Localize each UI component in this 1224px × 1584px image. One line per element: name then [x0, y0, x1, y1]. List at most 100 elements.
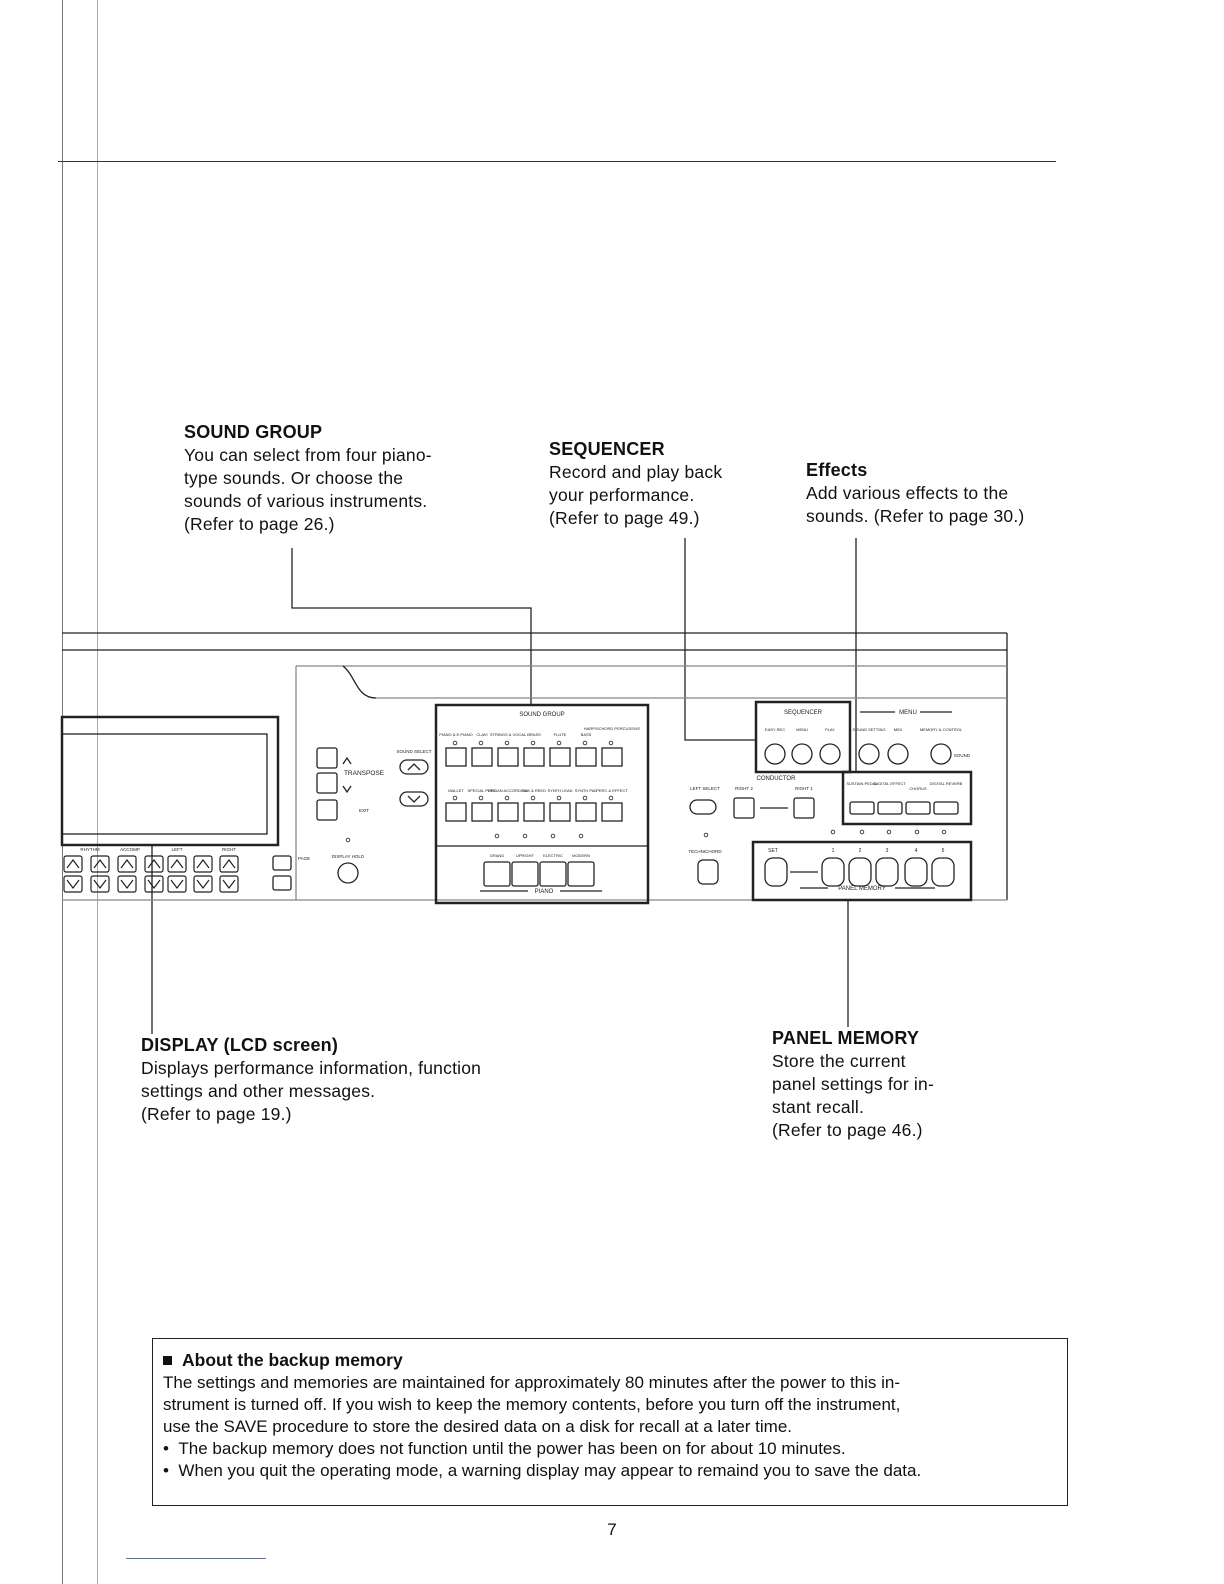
display-callout: DISPLAY (LCD screen) Displays performanc… — [141, 1034, 481, 1126]
sound-group-line: type sounds. Or choose the — [184, 468, 404, 488]
note-bullet: • The backup memory does not function un… — [163, 1439, 846, 1458]
group-row2-label: ORGAN ACCORDION — [488, 788, 528, 793]
exit-button — [316, 799, 338, 821]
sequencer-line: (Refer to page 49.) — [549, 508, 700, 528]
display-hold-label: DISPLAY HOLD — [332, 854, 365, 859]
left-select-button — [689, 799, 717, 815]
piano-panel-label: PIANO — [535, 889, 554, 895]
display-hold-button — [337, 862, 359, 884]
group-row2-label: PERC & EFFECT — [596, 788, 628, 793]
sound-group-panel-label: SOUND GROUP — [519, 712, 564, 718]
sound-select-down-button — [399, 791, 429, 807]
group-row2-label: SYNTH LEAD — [547, 788, 572, 793]
sequencer-panel-label: SEQUENCER — [784, 710, 823, 716]
effect-button-label: DIGITAL REVERB — [930, 781, 963, 786]
seq-button-label: EASY REC — [765, 727, 785, 732]
note-line: use the SAVE procedure to store the desi… — [163, 1417, 793, 1436]
sound-select-label: SOUND SELECT — [396, 749, 431, 754]
effects-callout: Effects Add various effects to the sound… — [806, 459, 1024, 528]
display-line: settings and other messages. — [141, 1081, 376, 1101]
sound-group-row2-buttons — [445, 802, 623, 822]
lcd-part-label: LEFT — [171, 847, 182, 852]
sequencer-highlight — [754, 700, 852, 774]
right1-label: RIGHT 1 — [795, 786, 813, 791]
pm-number: 4 — [915, 848, 918, 854]
pm-number: 1 — [832, 848, 835, 854]
right2-button — [733, 797, 755, 819]
display-title: DISPLAY (LCD screen) — [141, 1035, 339, 1055]
page-number: 7 — [607, 1520, 617, 1539]
group-row1-label: HARPSICHORD PERCUSSIVE — [584, 726, 641, 731]
note-bullet: • When you quit the operating mode, a wa… — [163, 1461, 922, 1480]
note-line: The settings and memories are maintained… — [163, 1373, 901, 1392]
note-title: About the backup memory — [182, 1350, 403, 1370]
panel-memory-title: PANEL MEMORY — [772, 1028, 920, 1048]
group-row1-label: PIANO & E.PIANO — [439, 732, 473, 737]
right2-label: RIGHT 2 — [735, 786, 753, 791]
sound-select-up-button — [399, 759, 429, 775]
page-down-button — [272, 875, 292, 891]
page-label: PAGE — [298, 856, 310, 861]
panel-memory-line: Store the current — [772, 1051, 906, 1071]
display-line: Displays performance information, functi… — [141, 1058, 482, 1078]
sound-group-title: SOUND GROUP — [184, 422, 323, 442]
header-rule — [58, 161, 1056, 162]
piano-buttons — [483, 861, 595, 887]
sound-group-line: sounds of various instruments. — [184, 491, 428, 511]
sequencer-title: SEQUENCER — [549, 439, 665, 459]
panel-memory-panel-label: PANEL MEMORY — [838, 886, 886, 892]
panel-memory-callout: PANEL MEMORY Store the current panel set… — [772, 1027, 934, 1142]
panel-memory-line: (Refer to page 46.) — [772, 1120, 923, 1140]
sequencer-callout: SEQUENCER Record and play back your perf… — [549, 438, 722, 530]
lcd-part-label: RIGHT — [222, 847, 236, 852]
transpose-down-button — [316, 772, 338, 794]
right1-button — [793, 797, 815, 819]
lcd-screen — [61, 733, 268, 835]
transpose-label: TRANSPOSE — [344, 770, 385, 777]
panel-memory-highlight — [751, 840, 973, 902]
transpose-up-button — [316, 747, 338, 769]
set-label: SET — [768, 848, 778, 854]
menu-button-label: SOUND SETTING — [853, 727, 886, 732]
piano-button-label: UPRIGHT — [516, 853, 535, 858]
effects-highlight — [841, 770, 973, 826]
left-select-label: LEFT SELECT — [690, 786, 720, 791]
lcd-part-label: RHYTHM — [80, 847, 99, 852]
menu-button-label: MEMORY & CONTROL — [920, 727, 963, 732]
effects-line: Add various effects to the — [806, 483, 1009, 503]
sequencer-line: Record and play back — [549, 462, 723, 482]
effect-button-label: CHORUS — [909, 786, 927, 791]
effect-button-label: SUSTAIN PEDAL — [846, 781, 878, 786]
technichord-label: TECHNICHORD — [688, 849, 722, 854]
effect-button-label: DIGITAL EFFECT — [874, 781, 906, 786]
square-bullet-icon — [163, 1356, 172, 1365]
seq-button-label: PLAY — [825, 727, 835, 732]
note-bullet-text: When you quit the operating mode, a warn… — [178, 1461, 922, 1480]
panel-memory-line: panel settings for in- — [772, 1074, 934, 1094]
technichord-button — [697, 859, 719, 885]
group-row1-label: BRASS — [527, 732, 541, 737]
group-row1-label: CLAVI — [476, 732, 487, 737]
sound-group-row1-buttons — [445, 747, 623, 767]
menu-button-label: MIDI — [894, 727, 902, 732]
sound-group-highlight — [434, 703, 650, 905]
sound-group-callout: SOUND GROUP You can select from four pia… — [184, 421, 432, 536]
sound-group-line: You can select from four piano- — [184, 445, 432, 465]
group-row1-label: FLUTE — [554, 732, 567, 737]
effects-title: Effects — [806, 460, 868, 480]
lcd-frame — [60, 715, 280, 847]
piano-button-label: ELECTRIC — [543, 853, 563, 858]
pm-number: 5 — [942, 848, 945, 854]
seq-button-label: MENU — [796, 727, 808, 732]
inner-margin-line — [97, 0, 98, 1584]
group-row2-label: MALLET — [448, 788, 464, 793]
sound-group-line: (Refer to page 26.) — [184, 514, 335, 534]
page-up-button — [272, 855, 292, 871]
group-row1-label: STRINGS & VOCAL — [490, 732, 527, 737]
panel-memory-line: stant recall. — [772, 1097, 865, 1117]
pm-number: 3 — [886, 848, 889, 854]
lcd-part-label: ACCOMP — [120, 847, 140, 852]
piano-button-label: MODERN — [572, 853, 590, 858]
group-row2-label: SPECIAL PERC — [468, 788, 497, 793]
